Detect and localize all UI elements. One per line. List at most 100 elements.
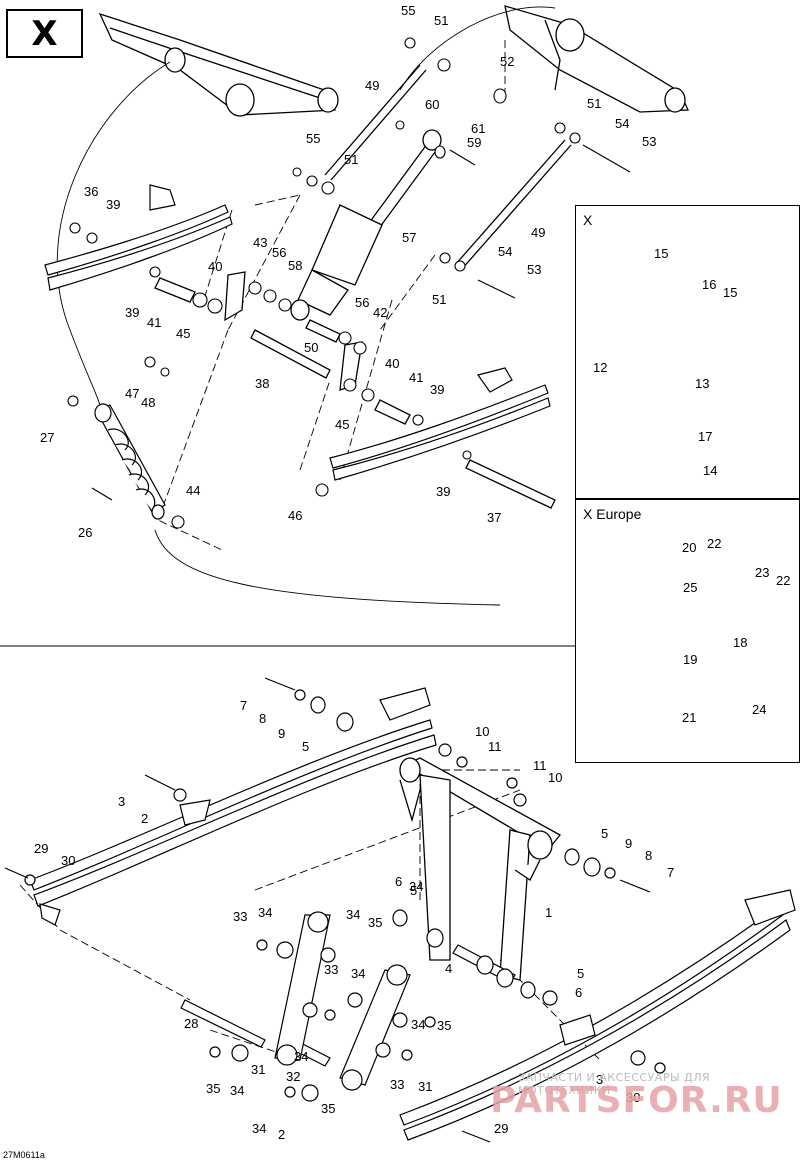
lower-links: [209, 911, 666, 1143]
upper-shock: [290, 129, 442, 321]
callout-35: 35: [206, 1081, 221, 1096]
callout-61: 61: [471, 121, 486, 136]
callout-2: 2: [141, 811, 149, 826]
callout-33: 33: [233, 909, 248, 924]
callout-30: 30: [626, 1090, 641, 1105]
callout-55: 55: [401, 3, 416, 18]
center-arm: [399, 757, 561, 981]
callout-41: 41: [409, 370, 424, 385]
callout-34: 34: [346, 907, 361, 922]
diagram-title-box: X: [6, 9, 83, 58]
callout-40: 40: [208, 259, 223, 274]
callout-36: 36: [84, 184, 99, 199]
callout-58: 58: [288, 258, 303, 273]
callout-55: 55: [306, 131, 321, 146]
callout-49: 49: [531, 225, 546, 240]
watermark-brand: PARTSFOR.RU: [490, 1080, 783, 1121]
callout-31: 31: [418, 1079, 433, 1094]
callout-44: 44: [186, 483, 201, 498]
callout-52: 52: [500, 54, 515, 69]
callout-32: 32: [286, 1069, 301, 1084]
callout-34: 34: [411, 1017, 426, 1032]
callout-47: 47: [125, 386, 140, 401]
callout-4: 4: [445, 961, 453, 976]
callout-22: 22: [707, 536, 722, 551]
callout-11: 11: [533, 758, 547, 773]
callout-26: 26: [78, 525, 93, 540]
callout-6: 6: [575, 985, 583, 1000]
callout-22: 22: [776, 573, 791, 588]
callout-10: 10: [548, 770, 563, 785]
callout-33: 33: [390, 1077, 405, 1092]
callout-51: 51: [587, 96, 602, 111]
rail-lower-right: [399, 889, 796, 1141]
callout-18: 18: [733, 635, 748, 650]
callout-56: 56: [272, 245, 287, 260]
link-rods: [324, 64, 572, 271]
callout-23: 23: [755, 565, 770, 580]
callout-45: 45: [176, 326, 191, 341]
watermark-tagline: ЗАПЧАСТИ И АКСЕССУАРЫ ДЛЯ МОТОТЕХНИКИ: [518, 1071, 711, 1097]
callout-12: 12: [593, 360, 608, 375]
callout-5: 5: [302, 739, 310, 754]
callout-57: 57: [402, 230, 417, 245]
callout-24: 24: [752, 702, 767, 717]
callout-56: 56: [355, 295, 370, 310]
callout-34: 34: [409, 879, 424, 894]
callout-50: 50: [304, 340, 319, 355]
callout-7: 7: [240, 698, 248, 713]
callout-53: 53: [642, 134, 657, 149]
callout-8: 8: [645, 848, 653, 863]
inset-x-europe: X Europe: [575, 499, 800, 763]
callout-9: 9: [278, 726, 286, 741]
rail-upper-left: [44, 184, 233, 291]
callout-15: 15: [654, 246, 669, 261]
callout-39: 39: [106, 197, 121, 212]
callout-8: 8: [259, 711, 267, 726]
callout-46: 46: [288, 508, 303, 523]
callout-34: 34: [294, 1049, 309, 1064]
callout-14: 14: [703, 463, 718, 478]
callout-29: 29: [34, 841, 49, 856]
callout-30: 30: [61, 853, 76, 868]
lower-shafts: [4, 677, 651, 1067]
callout-11: 11: [488, 739, 502, 754]
cross-shafts: [154, 277, 556, 509]
figure-code: 27M0611a: [3, 1150, 45, 1160]
inset-europe-title: X Europe: [583, 506, 642, 522]
callout-34: 34: [351, 966, 366, 981]
callout-16: 16: [702, 277, 717, 292]
callout-13: 13: [695, 376, 710, 391]
callout-31: 31: [251, 1062, 266, 1077]
callout-59: 59: [467, 135, 482, 150]
callout-34: 34: [230, 1083, 245, 1098]
callout-5: 5: [410, 883, 418, 898]
callout-15: 15: [723, 285, 738, 300]
fasteners-upper: [67, 37, 631, 529]
callout-45: 45: [335, 417, 350, 432]
inset-x-title: X: [583, 212, 593, 228]
callout-28: 28: [184, 1016, 199, 1031]
callout-48: 48: [141, 395, 156, 410]
callout-33: 33: [324, 962, 339, 977]
callout-19: 19: [683, 652, 698, 667]
callout-54: 54: [615, 116, 630, 131]
inset-x: X: [575, 205, 800, 499]
rear-shock-spring: [91, 403, 166, 520]
callout-51: 51: [432, 292, 447, 307]
callout-6: 6: [395, 874, 403, 889]
diagram-title: X: [31, 13, 58, 54]
callout-1: 1: [545, 905, 553, 920]
callout-53: 53: [527, 262, 542, 277]
callout-49: 49: [365, 78, 380, 93]
callout-37: 37: [487, 510, 502, 525]
callout-38: 38: [255, 376, 270, 391]
callout-25: 25: [683, 580, 698, 595]
callout-41: 41: [147, 315, 162, 330]
front-arm-upper: [98, 5, 689, 117]
callout-35: 35: [437, 1018, 452, 1033]
callout-5: 5: [577, 966, 585, 981]
callout-51: 51: [344, 152, 359, 167]
